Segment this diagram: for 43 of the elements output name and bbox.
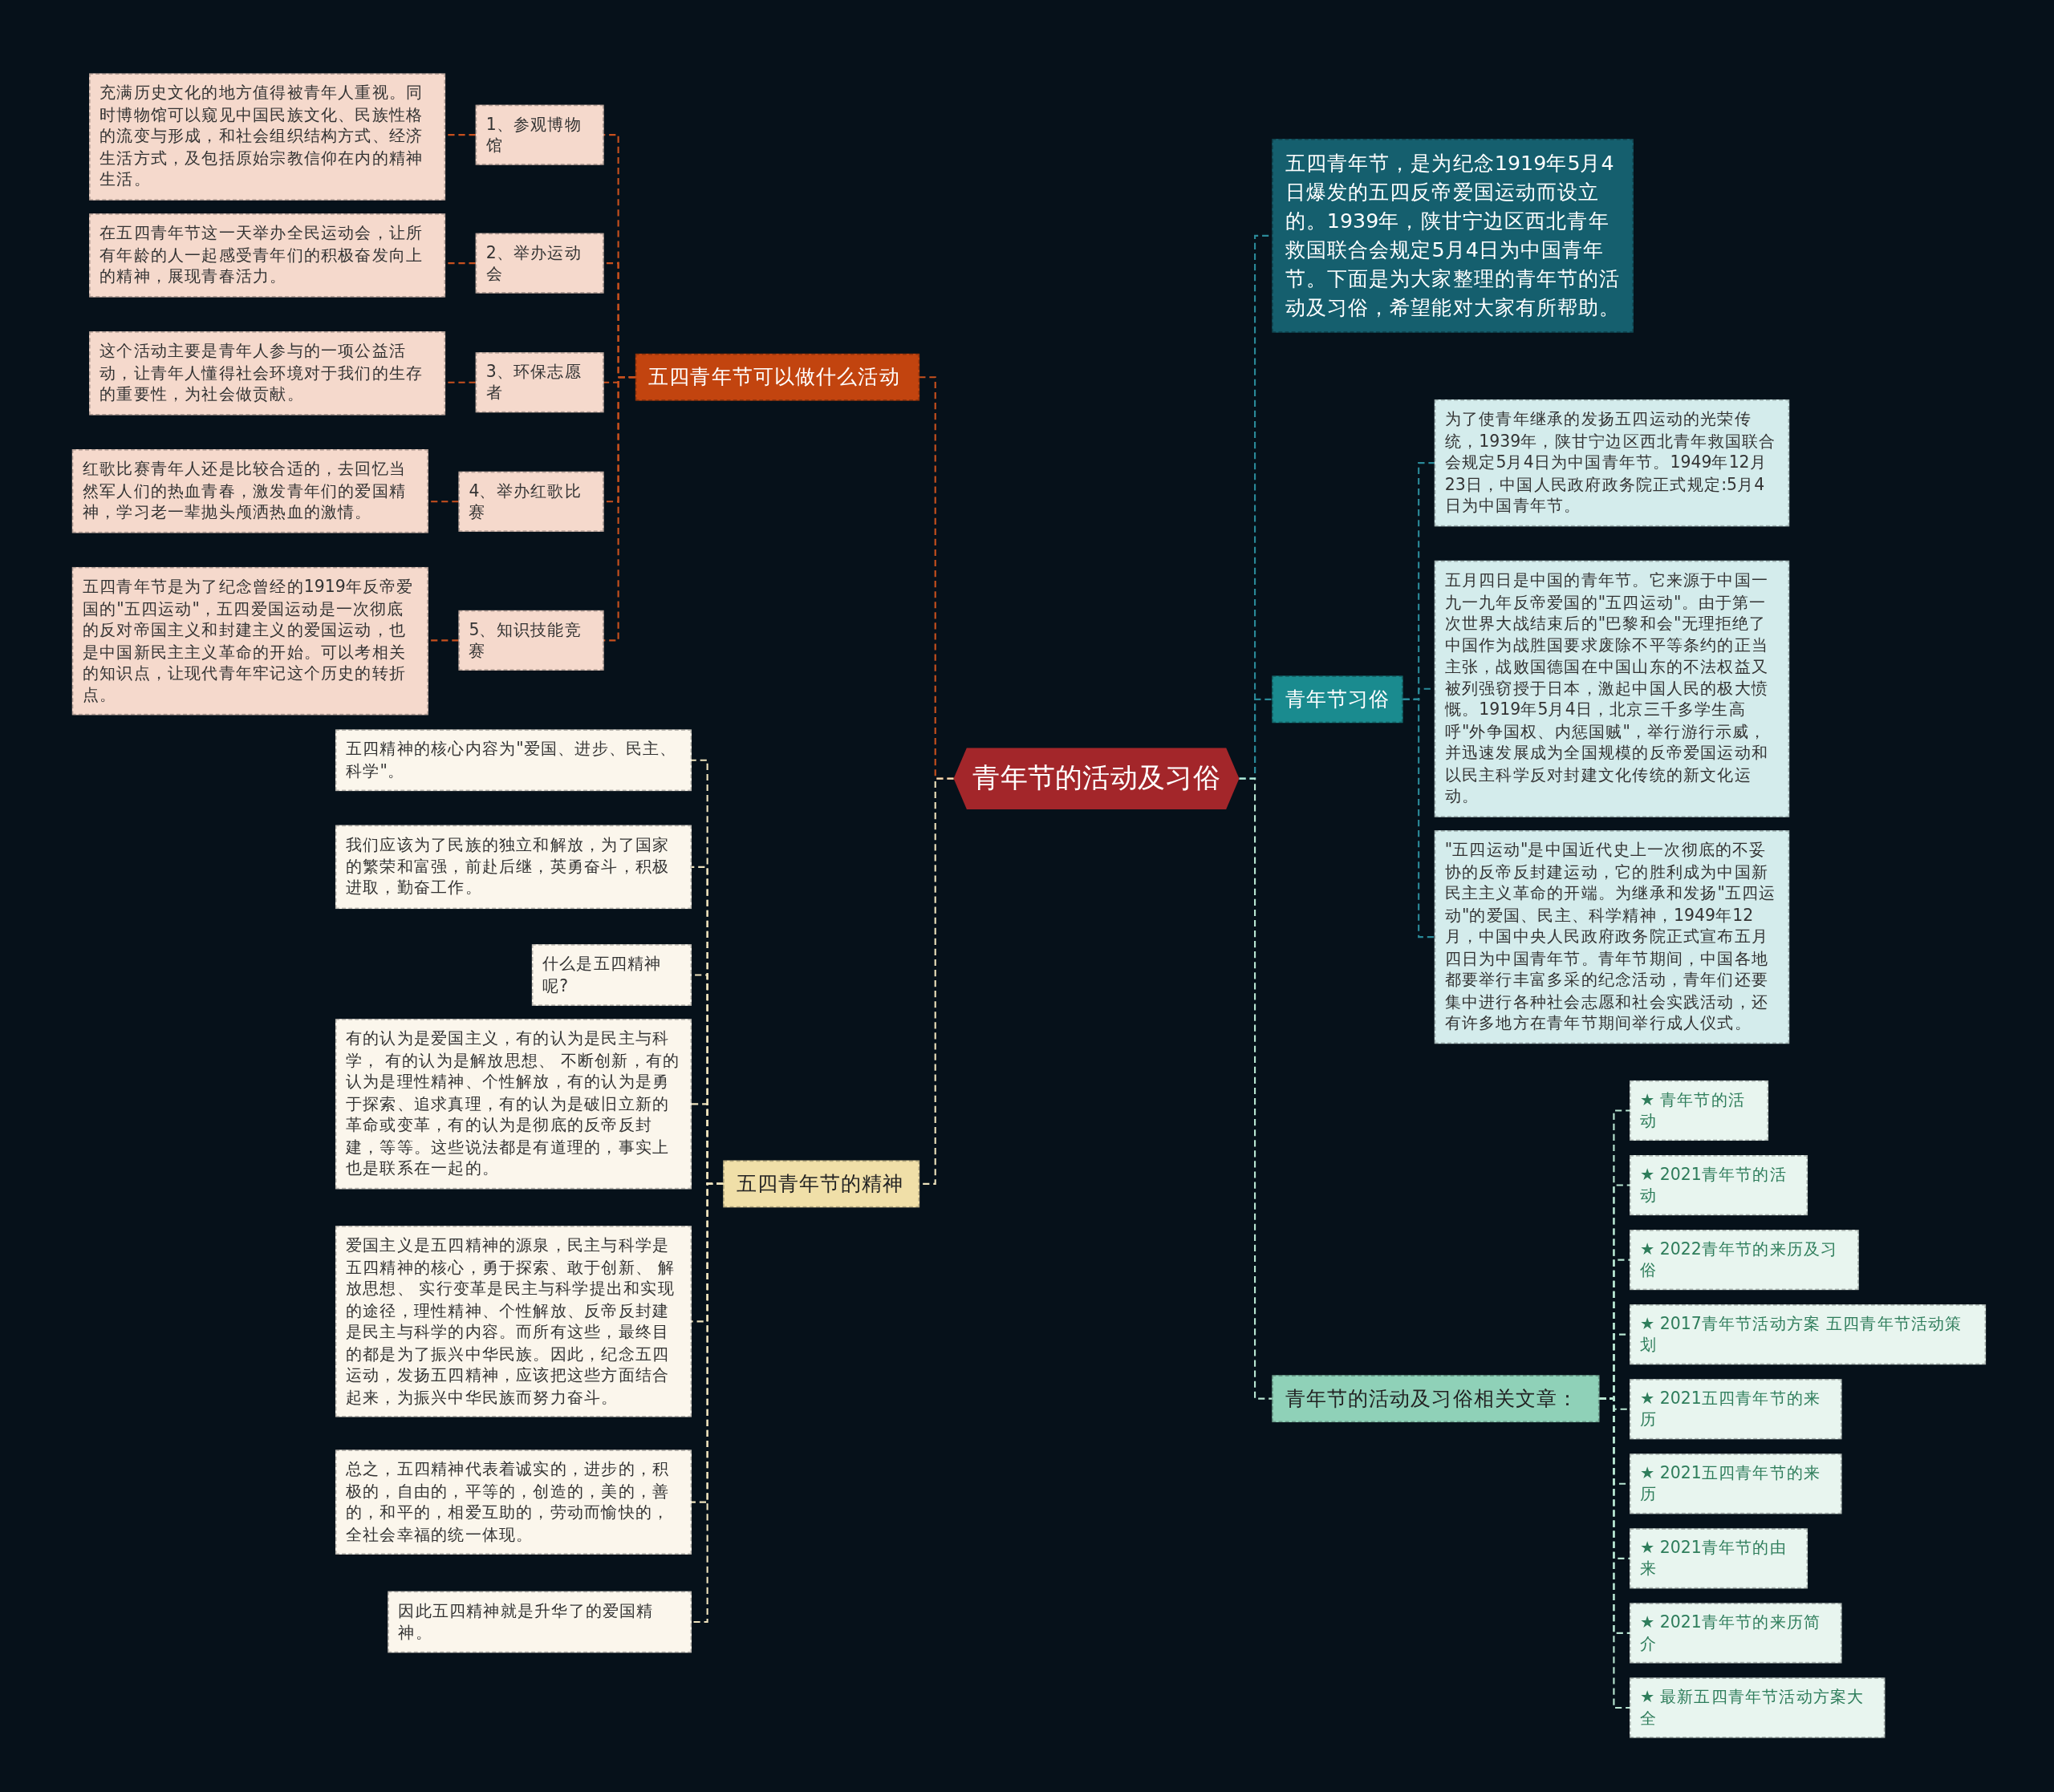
note-box: 爱国主义是五四精神的源泉，民主与科学是五四精神的核心，勇于探索、敢于创新、 解放思想、 实行变革是民主与科学提出和实现的途径，理性精神、个性解放、反帝反封建是民主与科学的内容。而所有这些，最终目的都是为了振兴中华民族。因此，纪念五四运动，发扬五四精神，应该把这些方面结合起来，为振兴中华民族而努力奋斗。 (335, 1226, 692, 1417)
link-box: ★ 2021青年节的来历简介 (1630, 1603, 1842, 1664)
branch-topic: 青年节习俗 (1272, 675, 1403, 724)
note-box: 充满历史文化的地方值得被青年人重视。同时博物馆可以窥见中国民族文化、民族性格的流变与形成，和社会组织结构方式、经济生活方式，及包括原始宗教信仰在内的精神生活。 (89, 73, 446, 200)
link-box: ★ 2022青年节的来历及习俗 (1630, 1230, 1859, 1291)
subtopic-box: 3、环保志愿者 (475, 352, 604, 413)
branch-topic: 青年节的活动及习俗相关文章： (1272, 1375, 1600, 1423)
note-box: 五四青年节是为了纪念曾经的1919年反帝爱国的"五四运动"，五四爱国运动是一次彻底的反对帝国主义和封建主义的爱国运动，也是中国新民主主义革命的开始。可以考相关的知识点，让现代青年牢记这个历史的转折点。 (71, 566, 428, 716)
subtopic-box: 1、参观博物馆 (475, 104, 604, 165)
connector-line (445, 262, 476, 265)
link-box: ★ 青年节的活动 (1630, 1080, 1769, 1141)
note-box: "五四运动"是中国近代史上一次彻底的不妥协的反帝反封建运动，它的胜利成为中国新民主主义革命的开端。为继承和发扬"五四运动"的爱国、民主、科学精神，1949年12月，中国中央人民政府政务院正式宣布五月四日为中国青年节。青年节期间，中国各地都要举行丰富多采的纪念活动，青年们还要集中进行各种社会志愿和社会实践活动，还有许多地方在青年节期间举行成人仪式。 (1434, 830, 1790, 1044)
note-box: 有的认为是爱国主义，有的认为是民主与科学， 有的认为是解放思想、 不断创新，有的认为是理性精神、个性解放，有的认为是勇于探索、追求真理，有的认为是破旧立新的革命或变革，有的认为是彻底的反帝反封建，等等。这些说法都是有道理的，事实上也是联系在一起的。 (335, 1019, 692, 1189)
note-box: 红歌比赛青年人还是比较合适的，去回忆当然军人们的热血青春，激发青年们的爱国精神，学习老一辈抛头颅洒热血的激情。 (71, 449, 428, 533)
branch-topic: 五四青年节的精神 (723, 1160, 920, 1208)
link-box: ★ 2021青年节的由来 (1630, 1528, 1808, 1589)
note-box: 五月四日是中国的青年节。它来源于中国一九一九年反帝爱国的"五四运动"。由于第一次世界大战结束后的"巴黎和会"无理拒绝了中国作为战胜国要求废除不平等条约的正当主张，战败国德国在中国山东的不法权益又被列强窃授于日本，激起中国人民的极大愤慨。1919年5月4日，北京三千多学生高呼"外争国权、内惩国贼"，举行游行示威，并迅速发展成为全国规模的反帝爱国运动和以民主科学反对封建文化传统的新文化运动。 (1434, 560, 1790, 817)
note-box: 这个活动主要是青年人参与的一项公益活动，让青年人懂得社会环境对于我们的生存的重要性，为社会做贡献。 (89, 331, 446, 415)
note-box: 在五四青年节这一天举办全民运动会，让所有年龄的人一起感受青年们的积极奋发向上的精神，展现青春活力。 (89, 213, 446, 297)
intro-box: 五四青年节，是为纪念1919年5月4日爆发的五四反帝爱国运动而设立的。1939年，陕甘宁边区西北青年救国联合会规定5月4日为中国青年节。下面是为大家整理的青年节的活动及习俗，希望能对大家有所帮助。 (1272, 139, 1634, 333)
connector-line (445, 381, 476, 383)
central-topic: 青年节的活动及习俗 (953, 748, 1240, 809)
branch-topic: 五四青年节可以做什么活动 (635, 353, 920, 401)
subtopic-box: 2、举办运动会 (475, 233, 604, 294)
connector-line (1239, 777, 1273, 1400)
link-box: ★ 最新五四青年节活动方案大全 (1630, 1677, 1886, 1738)
subtopic-box: 4、举办红歌比赛 (458, 471, 604, 532)
connector-line (445, 134, 476, 136)
connector-line (603, 376, 635, 642)
subtopic-box: 5、知识技能竞赛 (458, 610, 604, 671)
connector-line (1402, 698, 1435, 939)
note-box: 因此五四精神就是升华了的爱国精神。 (388, 1591, 692, 1653)
link-box: ★ 2021五四青年节的来历 (1630, 1453, 1842, 1514)
link-box: ★ 2021青年节的活动 (1630, 1155, 1808, 1216)
note-box: 我们应该为了民族的独立和解放，为了国家的繁荣和富强，前赴后继，英勇奋斗，积极进取，勤奋工作。 (335, 825, 692, 909)
note-box: 五四精神的核心内容为"爱国、进步、民主、科学"。 (335, 729, 692, 792)
link-box: ★ 2021五四青年节的来历 (1630, 1379, 1842, 1440)
link-box: ★ 2017青年节活动方案 五四青年节活动策划 (1630, 1304, 1987, 1365)
connector-line (1599, 1397, 1630, 1709)
connector-line (692, 1182, 724, 1624)
note-box: 为了使青年继承的发扬五四运动的光荣传统，1939年，陕甘宁边区西北青年救国联合会规定5月4日为中国青年节。1949年12月23日，中国人民政府政务院正式规定:5月4日为中国青年节。 (1434, 399, 1790, 526)
note-box: 总之，五四精神代表着诚实的，进步的，积极的，自由的，平等的，创造的，美的，善的，和平的，相爱互助的，劳动而愉快的，全社会幸福的统一体现。 (335, 1449, 692, 1555)
note-box: 什么是五四精神呢? (531, 944, 692, 1006)
